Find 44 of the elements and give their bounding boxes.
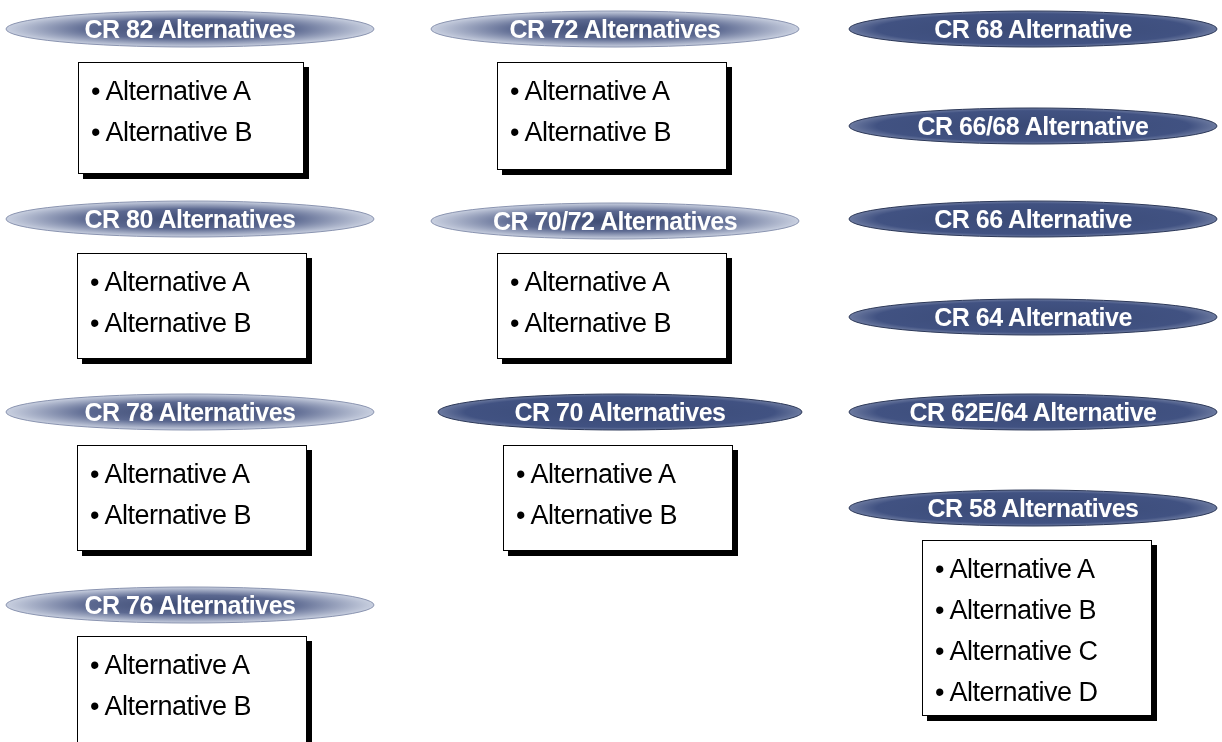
ellipse-banner [848, 10, 1218, 48]
banner-title: CR 78 Alternatives [83, 397, 297, 427]
banner-title: CR 82 Alternatives [83, 14, 297, 44]
banner-title: CR 64 Alternative [933, 302, 1133, 332]
alternative-label: • Alternative B [90, 499, 253, 532]
ellipse-banner [848, 107, 1218, 145]
banner-title: CR 70/72 Alternatives [491, 206, 739, 236]
alternative-label: • Alternative A [510, 266, 671, 299]
ellipse-banner [5, 393, 375, 431]
ellipse-banner [848, 489, 1218, 527]
alternative-label: • Alternative B [90, 690, 253, 723]
ellipse-banner [437, 393, 803, 431]
ellipse-banner [5, 10, 375, 48]
alternative-label: • Alternative B [935, 594, 1098, 627]
banner-title: CR 68 Alternative [933, 14, 1133, 44]
alternative-label: • Alternative A [91, 75, 252, 108]
banner-title: CR 76 Alternatives [83, 590, 297, 620]
alternative-label: • Alternative A [510, 75, 671, 108]
ellipse-banner [848, 298, 1218, 336]
banner-title: CR 72 Alternatives [508, 14, 722, 44]
banner-title: CR 66 Alternative [933, 204, 1133, 234]
ellipse-banner [430, 202, 800, 240]
ellipse-banner [848, 393, 1218, 431]
alternative-label: • Alternative A [516, 458, 677, 491]
ellipse-banner [5, 586, 375, 624]
alternative-label: • Alternative A [90, 649, 251, 682]
banner-title: CR 58 Alternatives [926, 493, 1140, 523]
banner-title: CR 66/68 Alternative [916, 111, 1150, 141]
alternative-label: • Alternative A [90, 266, 251, 299]
banner-title: CR 70 Alternatives [513, 397, 727, 427]
ellipse-banner [848, 200, 1218, 238]
alternative-label: • Alternative D [935, 676, 1099, 709]
alternative-label: • Alternative B [510, 307, 673, 340]
banner-title: CR 80 Alternatives [83, 204, 297, 234]
banner-title: CR 62E/64 Alternative [908, 397, 1158, 427]
ellipse-banner [5, 200, 375, 238]
alternative-label: • Alternative B [91, 116, 254, 149]
alternative-label: • Alternative C [935, 635, 1099, 668]
alternative-label: • Alternative B [90, 307, 253, 340]
alternative-label: • Alternative A [90, 458, 251, 491]
alternative-label: • Alternative B [516, 499, 679, 532]
alternative-label: • Alternative B [510, 116, 673, 149]
alternative-label: • Alternative A [935, 553, 1096, 586]
ellipse-banner [430, 10, 800, 48]
